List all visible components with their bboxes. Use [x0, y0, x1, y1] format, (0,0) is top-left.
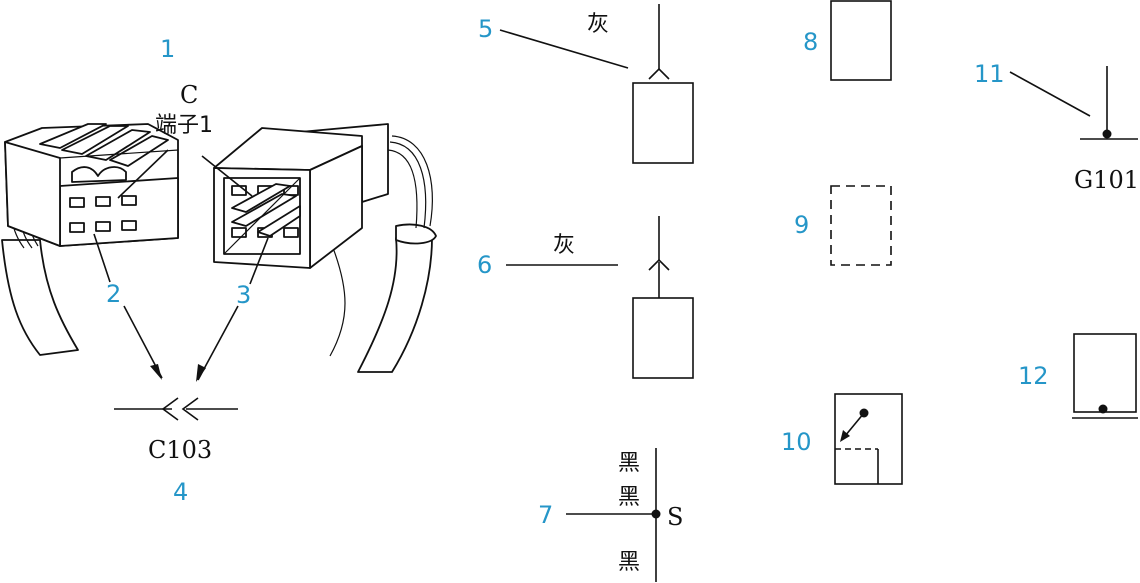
cavity-letter-label: C — [180, 81, 198, 109]
partial-component-box — [830, 185, 892, 266]
callout-3: 3 — [236, 281, 251, 309]
callout-7: 7 — [538, 501, 553, 529]
splice-label: S — [667, 503, 683, 531]
callout-3-leader — [249, 237, 269, 285]
right-connector-housing — [213, 123, 389, 269]
wire-color-gray-5: 灰 — [587, 12, 609, 37]
wire-color-black-1: 黑 — [618, 451, 640, 476]
callout-1: 1 — [160, 35, 175, 63]
switch-component-symbol — [834, 393, 903, 485]
callout-4: 4 — [173, 478, 188, 506]
callout-11: 11 — [974, 60, 1005, 88]
ground-symbol — [1080, 66, 1138, 140]
whole-component-box — [830, 0, 892, 81]
callout-8: 8 — [803, 28, 818, 56]
terminal-leader-right — [201, 155, 253, 197]
wire-color-gray-6: 灰 — [553, 233, 575, 258]
callout-3-arrowhead — [196, 364, 206, 382]
connector-pair-illustration — [1, 123, 437, 373]
callout-2-arrowhead — [150, 364, 162, 380]
terminal-leader-left — [117, 149, 169, 199]
connector-id-label: C103 — [148, 436, 212, 464]
wire-color-black-3: 黑 — [618, 550, 640, 575]
callout-12: 12 — [1018, 362, 1049, 390]
callout-2: 2 — [106, 280, 121, 308]
component-with-female-terminal — [632, 216, 694, 379]
callout-5-leader — [499, 29, 629, 69]
callout-6: 6 — [477, 251, 492, 279]
callout-2-leader — [93, 233, 111, 283]
case-grounded-component — [1072, 333, 1138, 419]
left-cable-sheath — [1, 239, 79, 356]
wire-color-black-2: 黑 — [618, 485, 640, 510]
callout-11-leader — [1009, 71, 1091, 117]
callout-5: 5 — [478, 15, 493, 43]
component-with-male-terminal — [632, 4, 694, 164]
right-cable-sheath — [357, 237, 433, 373]
callout-9: 9 — [794, 211, 809, 239]
callout-10: 10 — [781, 428, 812, 456]
terminal-label: 端子1 — [155, 113, 213, 138]
ground-id-label: G101 — [1074, 166, 1139, 194]
splice-symbol — [566, 448, 661, 582]
connector-symbol — [114, 397, 238, 421]
left-connector-housing — [4, 123, 179, 247]
